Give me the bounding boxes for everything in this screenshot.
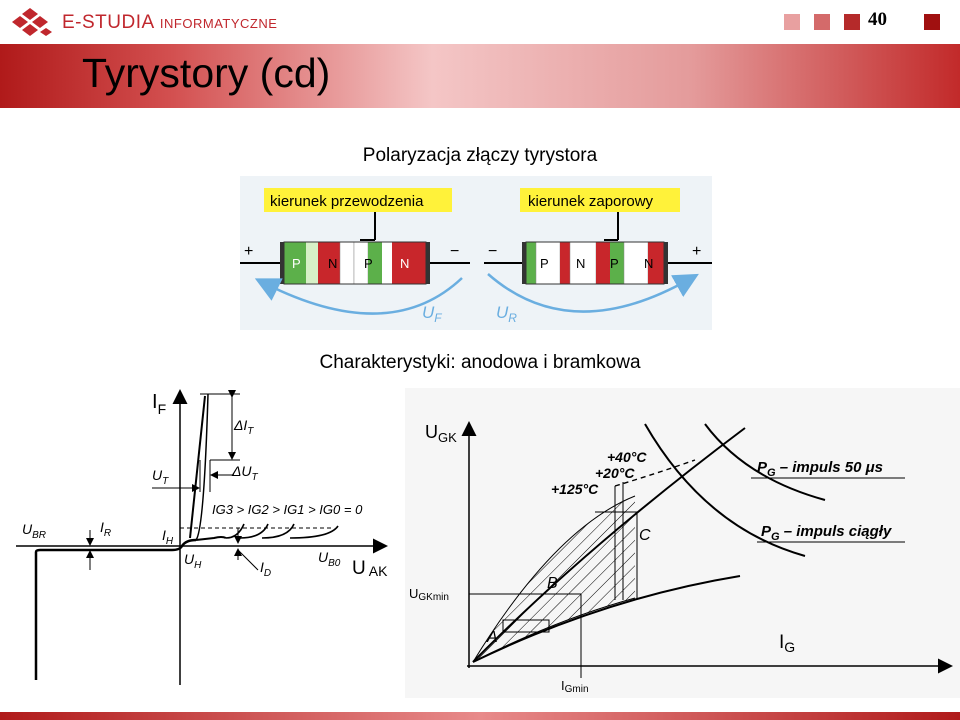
gate-characteristic-chart: UGK IG UGKmin IGmin +40°C +20°C +125°C A…	[405, 388, 960, 698]
pg-pulse-label: PG – impuls 50 μs	[757, 459, 883, 479]
brand-name: E-STUDIA INFORMATYCZNE	[62, 12, 277, 34]
brand-big: E-STUDIA	[62, 12, 155, 33]
header-square-1	[784, 14, 800, 30]
title-bar	[0, 44, 960, 108]
id-leader	[237, 549, 259, 571]
reverse-plus: +	[692, 243, 701, 260]
ubr-label: UBR	[22, 521, 46, 541]
reverse-layer-3: P	[610, 256, 619, 271]
caption-characteristics: Charakterystyki: anodowa i bramkowa	[319, 352, 641, 373]
anode-forward-blocking	[195, 536, 227, 541]
delta-it-label: ΔIT	[233, 417, 254, 437]
temp-125-label: +125°C	[551, 481, 599, 497]
reverse-layer-4: N	[644, 256, 653, 271]
caption-junctions: Polaryzacja złączy tyrystora	[362, 145, 598, 166]
reverse-label: kierunek zaporowy	[528, 193, 654, 210]
pg-cont-label: PG – impuls ciągły	[761, 523, 892, 543]
forward-left-contact	[280, 242, 284, 284]
forward-layer-1: P	[292, 256, 301, 271]
slide-title: Tyrystory (cd)	[82, 50, 331, 96]
forward-minus: −	[450, 243, 459, 260]
ig-min-label: IGmin	[561, 678, 589, 695]
footer-bar	[0, 712, 960, 720]
gate-y-label: UGK	[425, 422, 457, 445]
junction-polarization-diagram: kierunek przewodzenia P N P N + − UF kie…	[240, 176, 712, 330]
brand-small: INFORMATYCZNE	[159, 16, 278, 31]
delta-ut-label: ΔUT	[231, 463, 259, 483]
gate-curve-0	[289, 525, 339, 539]
region-a-box	[502, 619, 550, 633]
reverse-minus: −	[488, 243, 497, 260]
forward-layers	[283, 241, 427, 285]
ub0-label: UB0	[318, 549, 341, 569]
reverse-label-box	[520, 188, 680, 212]
gate-x-label: IG	[779, 632, 795, 655]
forward-label: kierunek przewodzenia	[270, 193, 424, 210]
forward-voltage-arrow	[254, 277, 463, 315]
gate-relation-label: IG3 > IG2 > IG1 > IG0 = 0	[212, 502, 363, 517]
header-square-3	[844, 14, 860, 30]
forward-right-contact	[426, 242, 430, 284]
anode-on-state-line	[189, 395, 206, 539]
pg-pulse-curve	[704, 423, 826, 501]
anode-y-label: IF	[152, 391, 166, 417]
anode-main-curve	[34, 538, 197, 680]
ut-label: UT	[152, 467, 169, 487]
e-studia-logo-icon	[12, 8, 52, 36]
gate-lower-boundary	[472, 575, 741, 663]
reverse-layer-2: N	[576, 256, 585, 271]
page-number: 40	[868, 9, 887, 30]
reverse-left-contact	[522, 242, 526, 284]
reverse-layers	[525, 241, 665, 285]
reverse-voltage: UR	[496, 303, 517, 325]
region-a-label: A	[486, 629, 498, 646]
uh-label: UH	[184, 551, 202, 571]
temp-20-label: +20°C	[595, 465, 635, 481]
ih-label: IH	[162, 527, 174, 547]
ugk-min-label: UGKmin	[409, 586, 449, 603]
forward-layer-2: N	[328, 256, 337, 271]
gate-curve-1	[261, 523, 295, 539]
region-c-label: C	[639, 527, 651, 544]
anode-on-state-line-2	[195, 393, 209, 541]
gate-curve-3	[225, 523, 245, 539]
forward-plus: +	[244, 243, 253, 260]
reverse-voltage-arrow	[487, 273, 699, 313]
id-label: ID	[260, 559, 271, 579]
forward-label-box	[264, 188, 452, 212]
ir-label: IR	[100, 519, 111, 539]
pg-continuous-curve	[644, 423, 806, 557]
forward-voltage: UF	[422, 303, 442, 325]
header-square-4	[924, 14, 940, 30]
temp-40-label: +40°C	[607, 449, 647, 465]
reverse-layer-1: P	[540, 256, 549, 271]
region-b-label: B	[547, 575, 558, 592]
forward-layer-4: N	[400, 256, 409, 271]
reverse-right-contact	[664, 242, 668, 284]
header-square-2	[814, 14, 830, 30]
forward-layer-3: P	[364, 256, 373, 271]
temp-dash-line	[614, 459, 696, 487]
gate-curve-2	[239, 523, 269, 539]
